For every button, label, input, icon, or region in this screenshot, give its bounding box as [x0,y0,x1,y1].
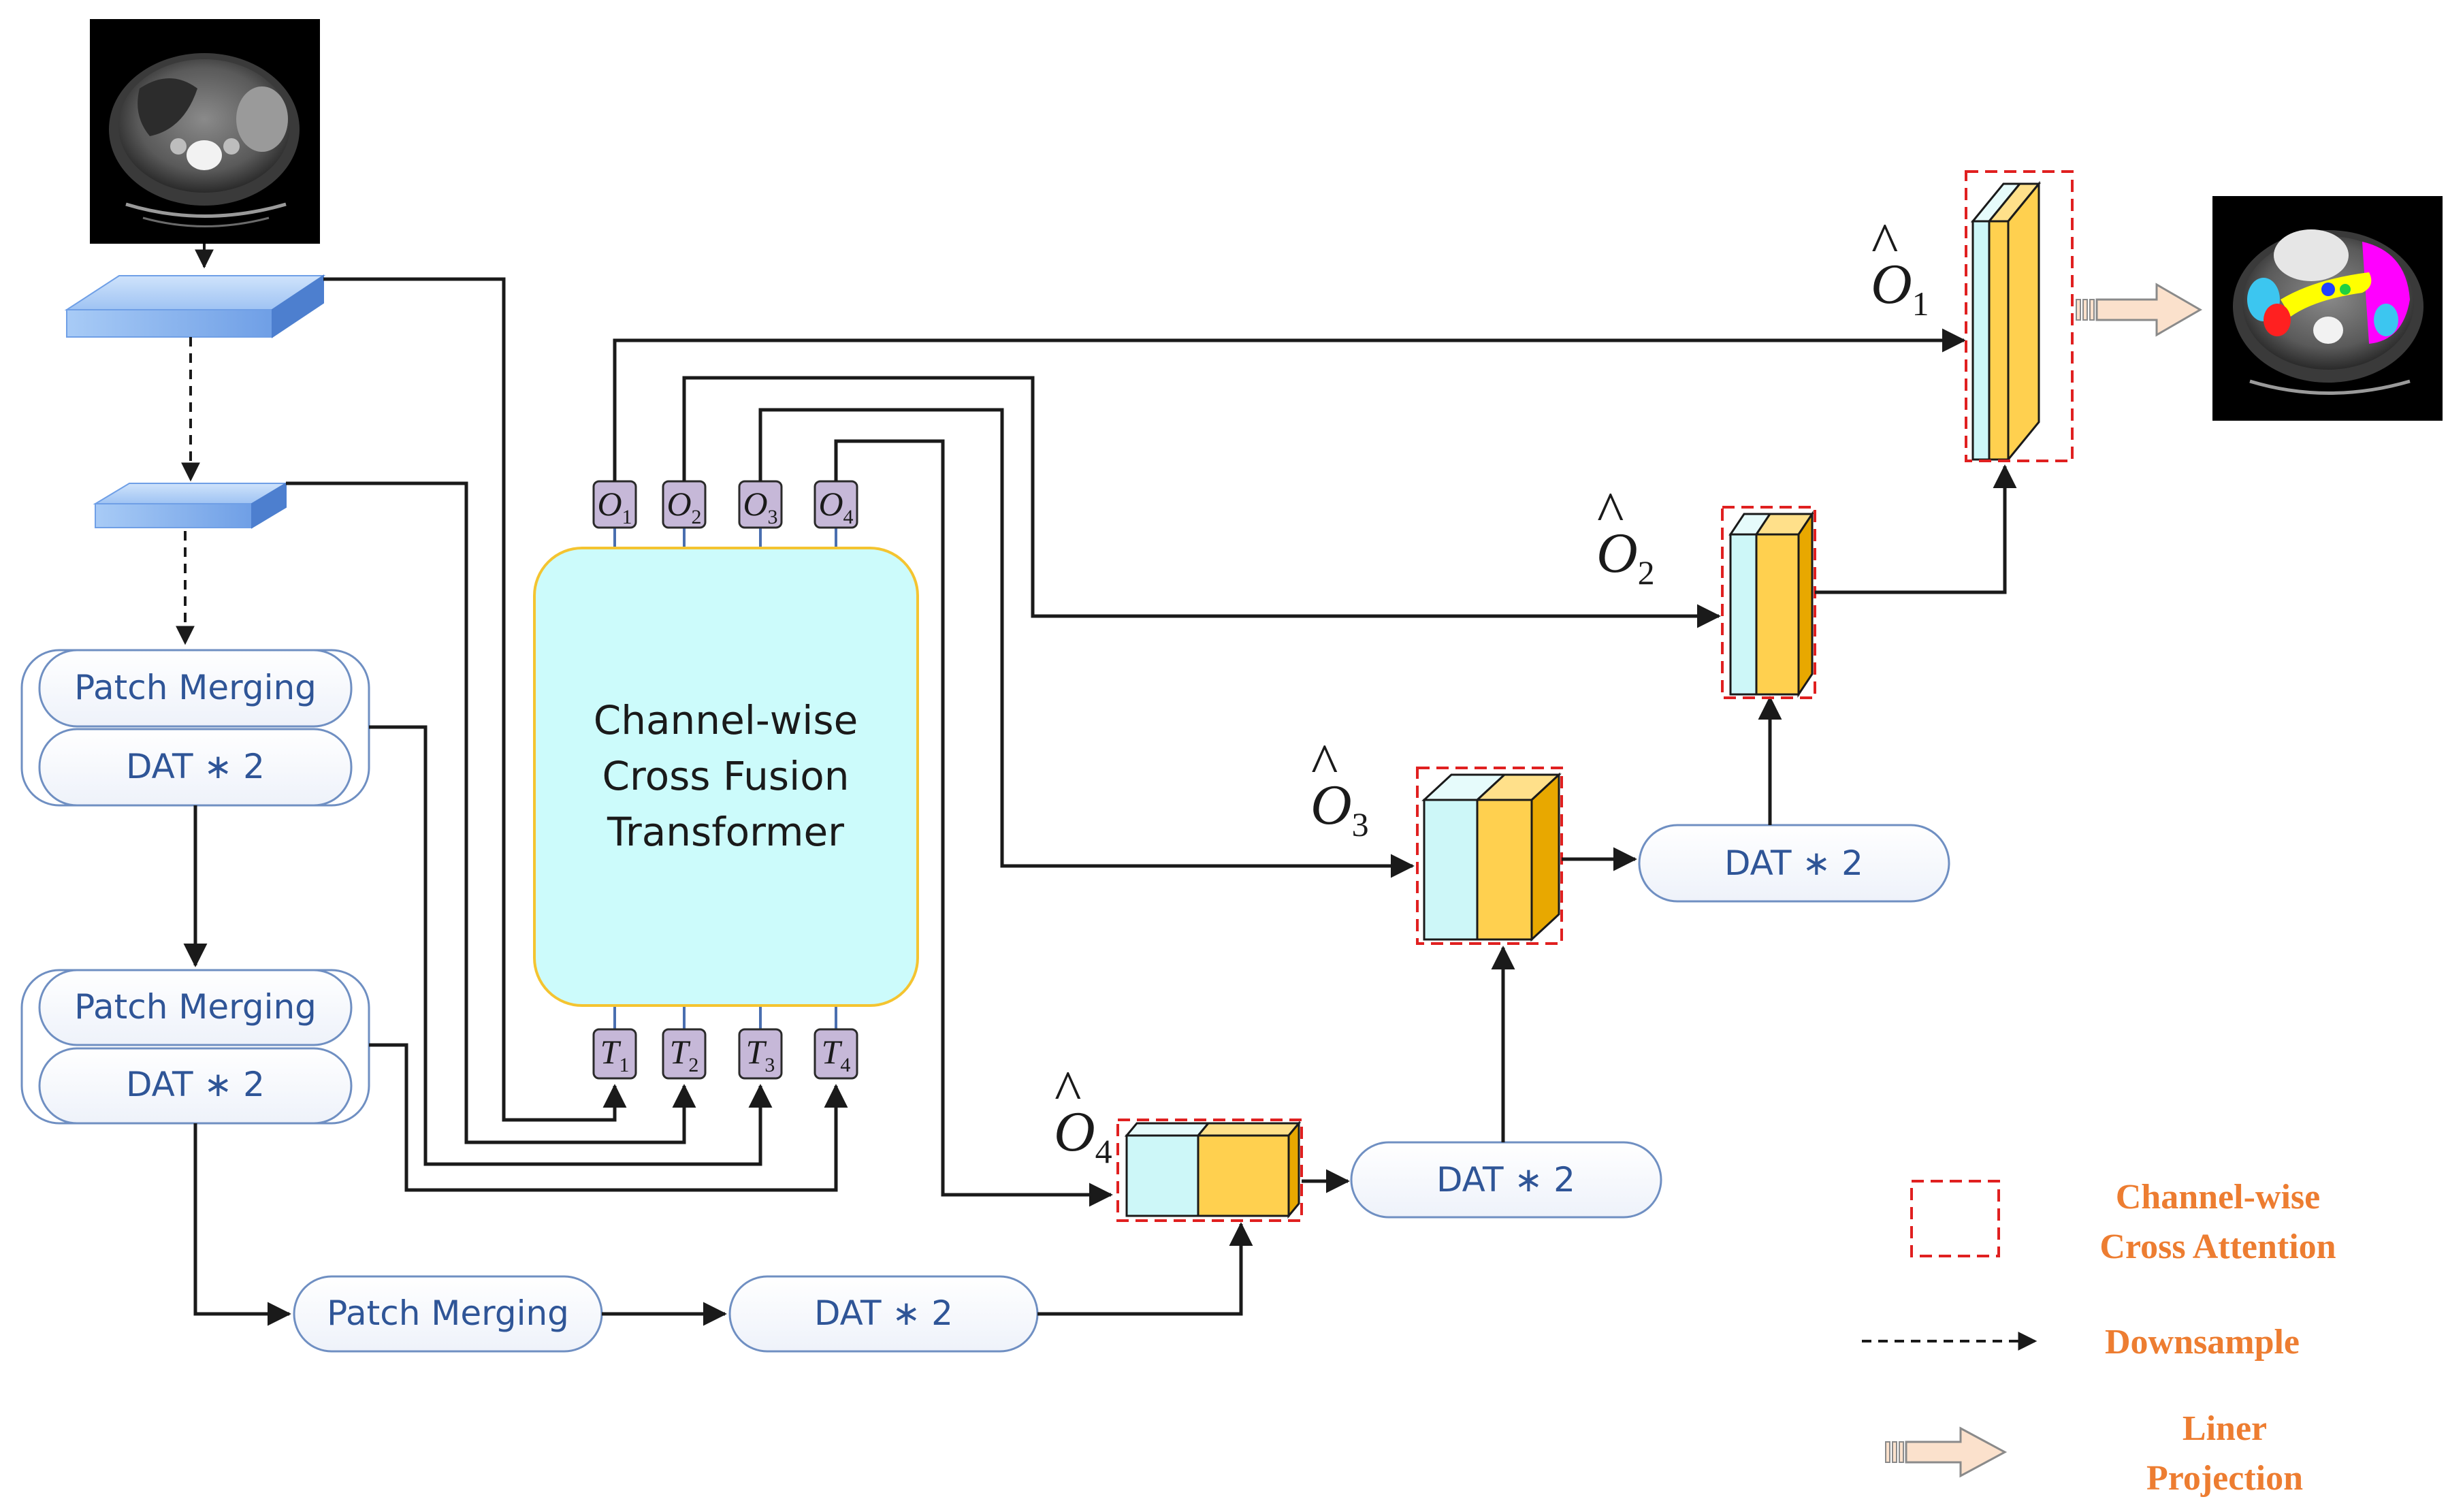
input-port-t3: T3 [738,1028,783,1080]
patch-merging-label: Patch Merging [74,668,317,707]
cross-attention-box [1721,506,1816,699]
svg-text:T2: T2 [670,1033,699,1076]
svg-text:O3: O3 [1310,773,1369,843]
svg-text:T4: T4 [822,1033,851,1076]
projection-arrow [2076,283,2202,337]
dat-label: DAT ∗ 2 [126,747,265,786]
output-port-o4: O4 [814,480,858,529]
svg-text:O2: O2 [1596,521,1655,592]
bottom-patch-merging: Patch Merging [293,1275,603,1353]
dat-label: DAT ∗ 2 [1436,1160,1575,1200]
output-port-o1: O1 [592,480,637,529]
input-port-t1: T1 [592,1028,637,1080]
fusion-title-line-1: Channel-wise [594,697,858,743]
legend-attention-line-2: Cross Attention [2099,1227,2336,1266]
ct-scan-image [90,19,320,244]
svg-text:O1: O1 [597,485,632,528]
ohat-4-label: O4 ^ [1053,1059,1112,1170]
fusion-transformer-block: Channel-wise Cross Fusion Transformer [533,528,919,1029]
svg-text:O4: O4 [818,485,853,528]
segmentation-mask-image [2212,196,2443,421]
patch-merging-label: Patch Merging [74,987,317,1027]
ohat-2-label: O2 ^ [1596,481,1654,592]
patch-merging-block [38,649,353,728]
svg-text:O4: O4 [1054,1100,1112,1170]
legend-downsample-label: Downsample [2105,1323,2300,1362]
legend-projection-line-2: Projection [2146,1459,2303,1498]
svg-text:T3: T3 [746,1033,775,1076]
legend-projection-line-1: Liner [2183,1409,2267,1448]
decoder-feature-o2 [1721,506,1816,699]
encoder-slab-2 [93,482,289,529]
fusion-title-line-2: Cross Fusion [602,753,850,799]
decoder-dat-block-4: DAT ∗ 2 [1350,1141,1662,1219]
decoder-feature-o1 [1965,170,2074,463]
svg-text:O2: O2 [666,485,701,528]
cross-attention-box [1416,767,1563,945]
legend: Channel-wise Cross Attention Downsample … [1862,1178,2336,1498]
legend-attention-swatch [1910,1180,2000,1257]
svg-text:^: ^ [1596,481,1624,544]
svg-text:T1: T1 [600,1033,630,1076]
output-port-o2: O2 [662,480,707,529]
input-port-t2: T2 [662,1028,707,1080]
svg-text:^: ^ [1870,212,1898,275]
decoder-dat-block-3: DAT ∗ 2 [1638,824,1950,903]
fusion-title-line-3: Transformer [607,809,844,855]
decoder-feature-o3 [1416,767,1563,945]
legend-attention-line-1: Channel-wise [2116,1178,2320,1217]
input-port-t4: T4 [814,1028,858,1080]
svg-text:^: ^ [1053,1059,1081,1123]
cross-attention-box [1965,170,2074,462]
output-port-o3: O3 [738,480,783,529]
svg-text:O3: O3 [743,485,777,528]
cross-attention-box [1116,1119,1303,1222]
ohat-3-label: O3 ^ [1310,733,1368,843]
svg-text:O1: O1 [1871,253,1929,323]
dat-label: DAT ∗ 2 [126,1065,265,1104]
dat-label: DAT ∗ 2 [814,1293,953,1333]
decoder-feature-o4 [1116,1119,1303,1222]
patch-merging-block [38,969,353,1046]
encoder-stage-4: Patch Merging DAT ∗ 2 [20,969,370,1125]
encoder-stage-3: Patch Merging DAT ∗ 2 [20,649,370,807]
patch-merging-label: Patch Merging [327,1293,569,1333]
svg-text:^: ^ [1310,733,1338,796]
encoder-slab-1 [64,274,326,338]
bottom-dat-block: DAT ∗ 2 [728,1275,1039,1353]
dat-label: DAT ∗ 2 [1724,843,1863,883]
ohat-1-label: O1 ^ [1870,212,1929,323]
legend-projection-swatch [1885,1426,2008,1478]
